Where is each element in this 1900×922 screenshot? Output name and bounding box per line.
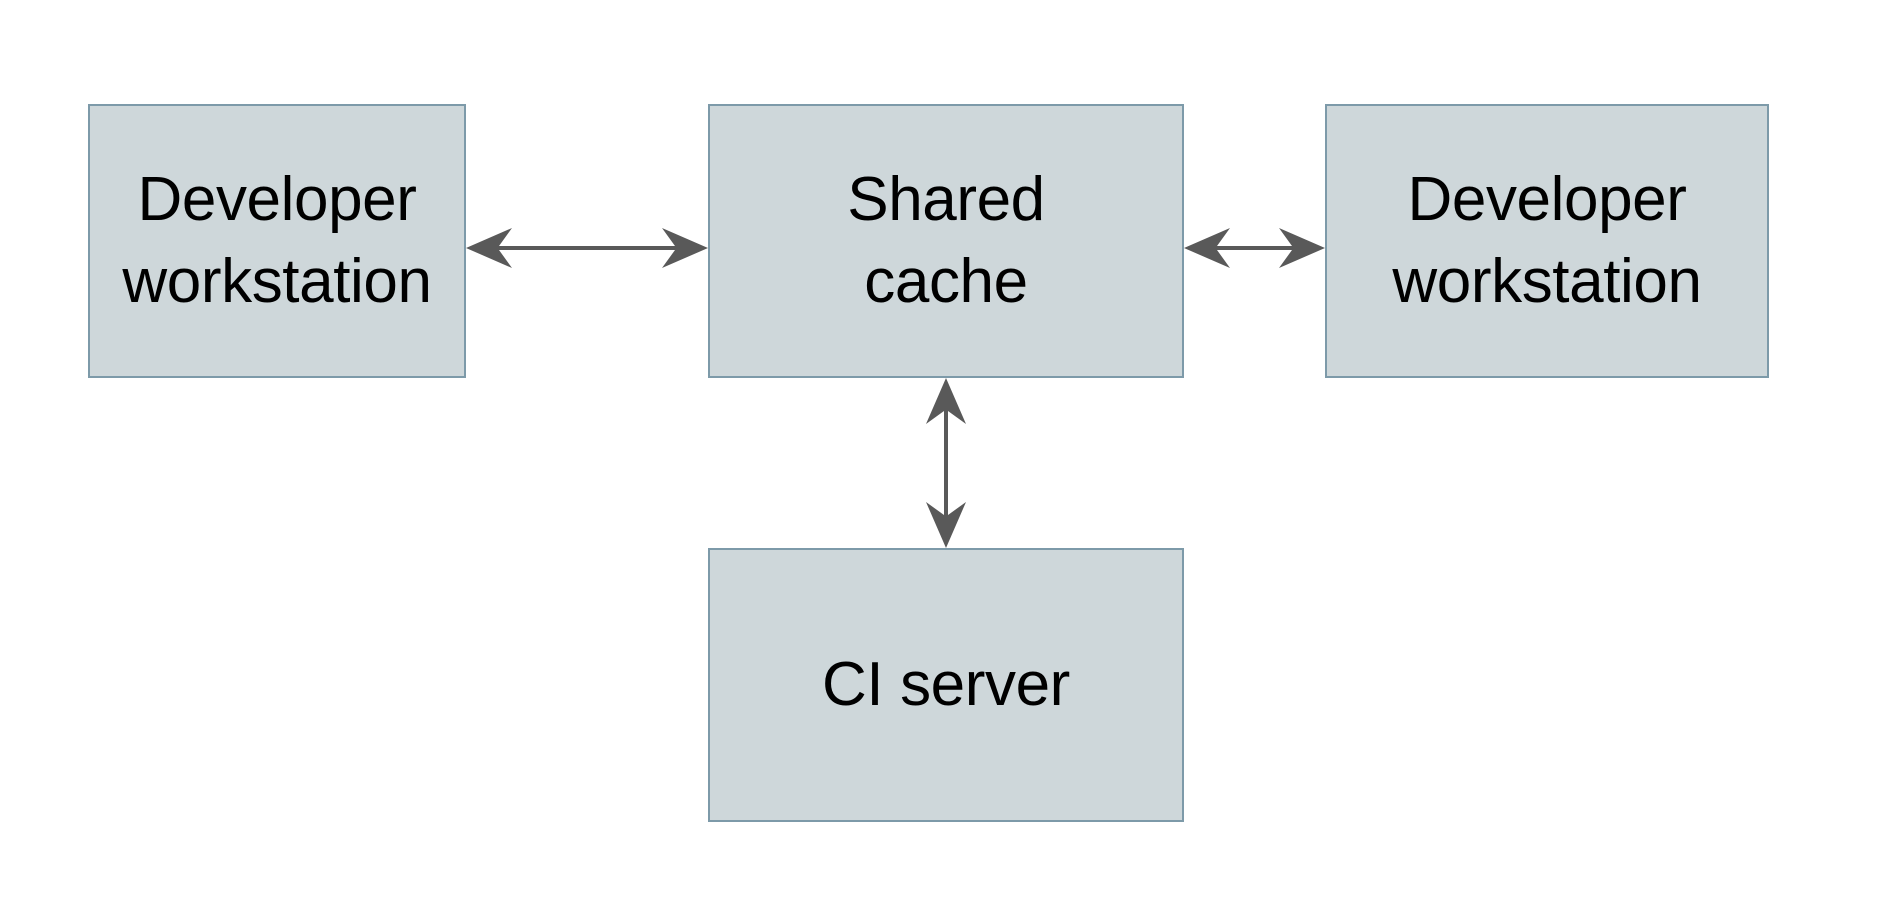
node-label: CI server xyxy=(822,649,1070,719)
connector-cache-to-right-workstation xyxy=(1184,228,1325,268)
connector-left-workstation-to-cache xyxy=(466,228,708,268)
node-dev-workstation-left[interactable]: Developer workstation xyxy=(88,104,466,378)
node-label: Developer workstation xyxy=(1392,164,1702,316)
node-dev-workstation-right[interactable]: Developer workstation xyxy=(1325,104,1769,378)
connector-cache-to-ci-server xyxy=(926,378,966,548)
node-label: Developer workstation xyxy=(122,164,432,316)
node-ci-server[interactable]: CI server xyxy=(708,548,1184,822)
node-label: Shared cache xyxy=(847,164,1045,316)
node-shared-cache[interactable]: Shared cache xyxy=(708,104,1184,378)
